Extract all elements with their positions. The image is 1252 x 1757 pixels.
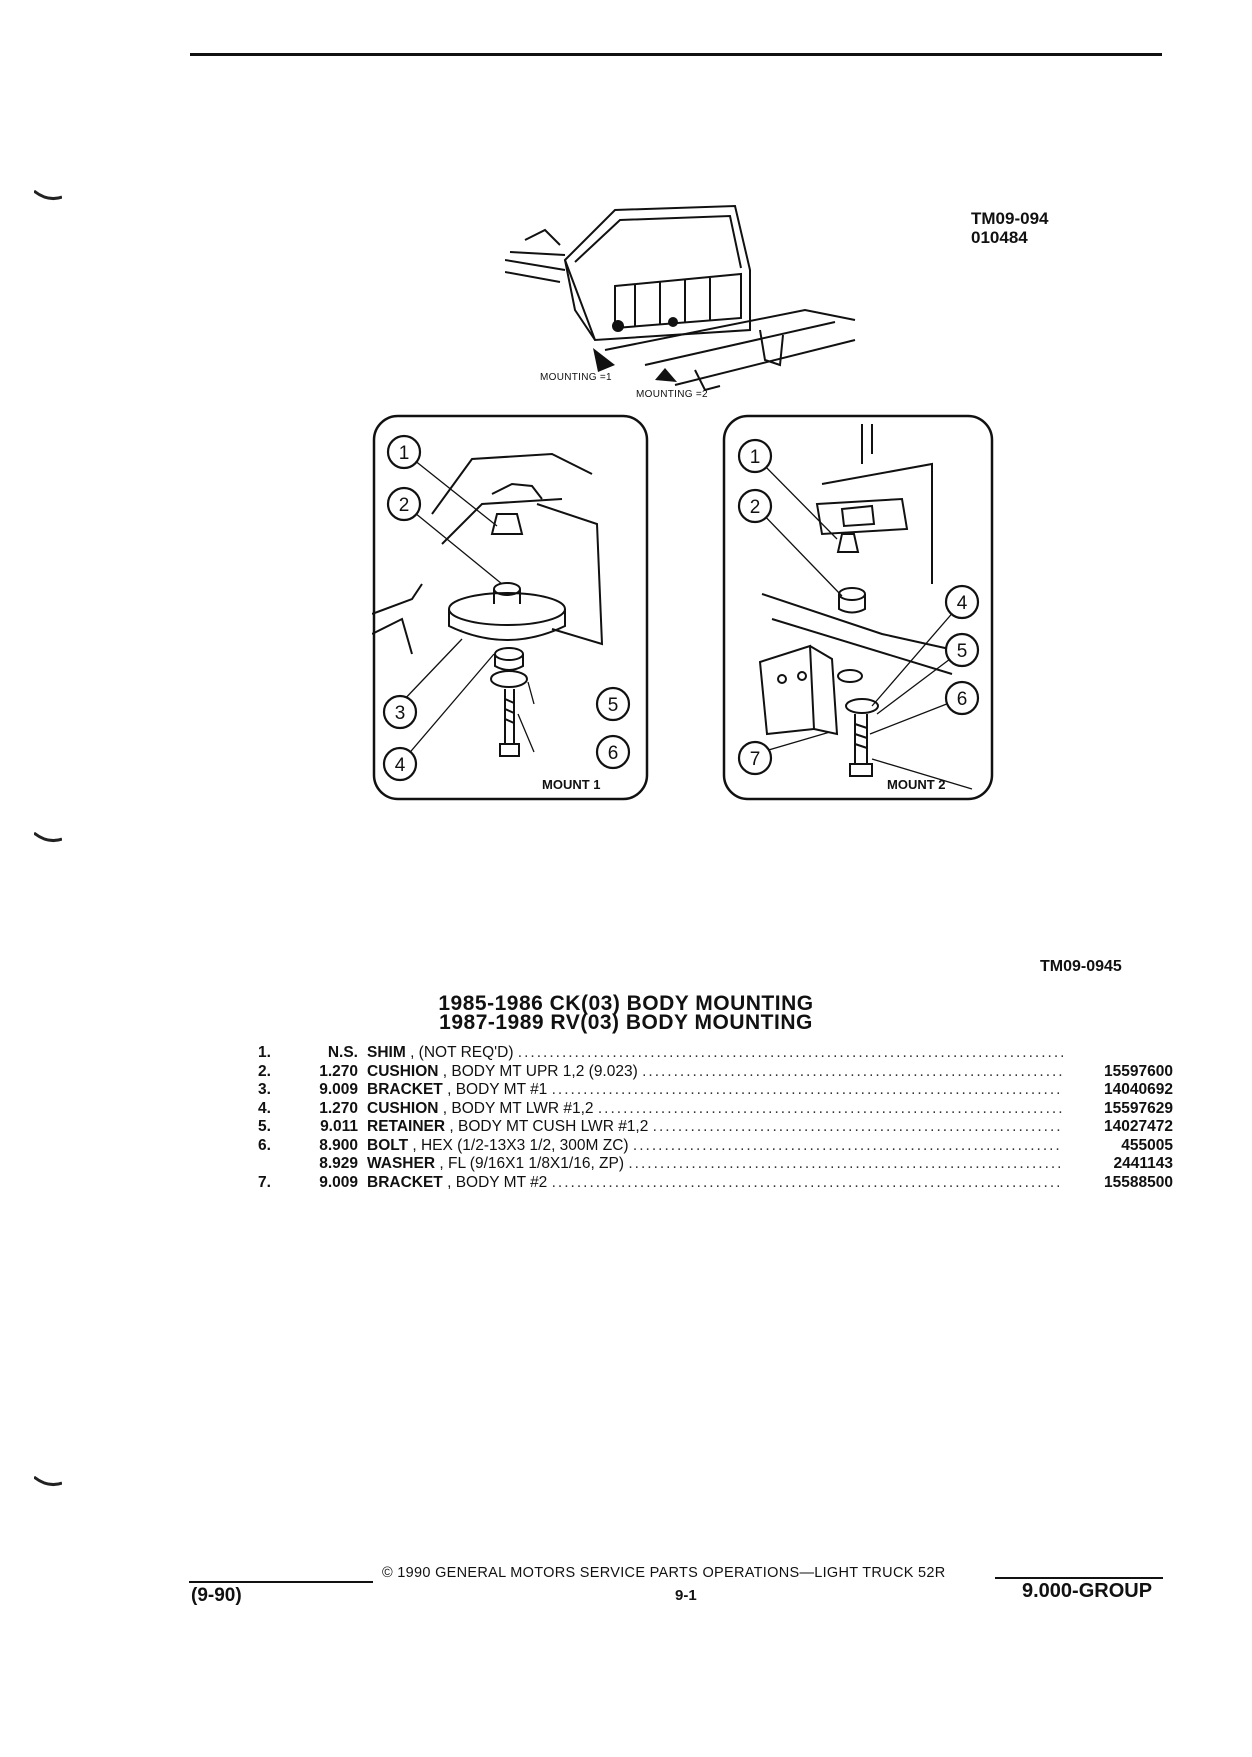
section-title: 1985-1986 CK(03) BODY MOUNTING	[438, 992, 814, 1015]
mount-1-label: MOUNT 1	[542, 777, 601, 792]
part-description: BRACKET , BODY MT #1 ...................…	[367, 1081, 1063, 1100]
part-detail: , BODY MT LWR #1,2	[442, 1099, 594, 1117]
callout-5: 5	[608, 695, 619, 716]
leader-dots: ........................................…	[628, 1155, 1063, 1172]
part-description: WASHER , FL (9/16X1 1/8X1/16, ZP) ......…	[367, 1155, 1063, 1174]
mount-2-label: MOUNT 2	[887, 777, 946, 792]
part-row: 2. 1.270 CUSHION , BODY MT UPR 1,2 (9.023)…	[258, 1063, 1173, 1082]
mount-2-panel: 1 2 4 5 6 7 MOUNT 2	[722, 414, 994, 801]
part-row: 6. 8.900 BOLT , HEX (1/2-13X3 1/2, 300M ZC…	[258, 1137, 1173, 1156]
revision-date: (9-90)	[191, 1585, 242, 1606]
part-name: BRACKET	[367, 1081, 443, 1098]
callout-4: 4	[957, 593, 968, 614]
part-row: 8.929 WASHER , FL (9/16X1 1/8X1/16, ZP) .…	[258, 1155, 1173, 1174]
part-number: 2441143	[1113, 1155, 1174, 1172]
part-description: SHIM , (NOT REQ'D) .....................…	[367, 1044, 1063, 1063]
part-index: 6.	[258, 1136, 271, 1154]
callout-2: 2	[399, 495, 410, 516]
binder-mark	[34, 189, 62, 200]
figure-code: TM09-094	[971, 209, 1049, 228]
part-index: 2.	[258, 1062, 271, 1080]
part-row: 1. N.S. SHIM , (NOT REQ'D) ...............…	[258, 1044, 1173, 1063]
part-detail: , (NOT REQ'D)	[410, 1044, 514, 1061]
part-section-code: 1.270	[319, 1062, 358, 1080]
part-detail: , BODY MT #1	[447, 1081, 548, 1098]
leader-dots: ........................................…	[597, 1099, 1063, 1117]
callout-1: 1	[750, 447, 761, 468]
part-description: RETAINER , BODY MT CUSH LWR #1,2 .......…	[367, 1118, 1063, 1137]
section-subtitle: 1987-1989 RV(03) BODY MOUNTING	[439, 1011, 813, 1034]
part-row: 3. 9.009 BRACKET , BODY MT #1 ............…	[258, 1081, 1173, 1100]
copyright-line: © 1990 GENERAL MOTORS SERVICE PARTS OPER…	[382, 1565, 946, 1581]
part-name: WASHER	[367, 1155, 436, 1172]
callout-7: 7	[750, 749, 761, 770]
leader-dots: ........................................…	[551, 1173, 1063, 1191]
part-section-code: 9.009	[319, 1081, 358, 1098]
leader-dots: ........................................…	[517, 1044, 1063, 1061]
part-name: BOLT	[367, 1136, 409, 1154]
leader-dots: ........................................…	[551, 1081, 1063, 1098]
binder-mark	[34, 831, 62, 842]
part-index: 4.	[258, 1099, 271, 1117]
callout-3: 3	[395, 703, 406, 724]
page-number: 9-1	[675, 1587, 697, 1604]
figure-date-code: 010484	[971, 228, 1028, 247]
callout-5: 5	[957, 641, 968, 662]
group-label: 9.000-GROUP	[1022, 1580, 1153, 1602]
part-description: BOLT , HEX (1/2-13X3 1/2, 300M ZC) .....…	[367, 1137, 1063, 1156]
part-detail: , FL (9/16X1 1/8X1/16, ZP)	[439, 1155, 625, 1172]
part-row: 7. 9.009 BRACKET , BODY MT #2 ............…	[258, 1174, 1173, 1193]
mount-1-panel: 1 2 3 4 5 6 MOUNT 1	[372, 414, 649, 801]
part-row: 4. 1.270 CUSHION , BODY MT LWR #1,2 ......…	[258, 1100, 1173, 1119]
figure-code-bottom: TM09-0945	[1040, 958, 1122, 975]
part-name: CUSHION	[367, 1062, 439, 1080]
part-number: 15597629	[1104, 1099, 1173, 1117]
leader-dots: ........................................…	[652, 1118, 1063, 1135]
callout-6: 6	[608, 743, 619, 764]
part-section-code: 1.270	[319, 1099, 358, 1117]
mounting-1-label: MOUNTING =1	[540, 372, 612, 383]
parts-list: 1. N.S. SHIM , (NOT REQ'D) ...............…	[258, 1044, 1173, 1192]
binder-mark	[34, 1475, 62, 1486]
part-section-code: 8.929	[319, 1155, 358, 1172]
part-detail: , BODY MT UPR 1,2 (9.023)	[442, 1062, 638, 1080]
part-name: RETAINER	[367, 1118, 446, 1135]
part-number: 14040692	[1104, 1081, 1173, 1098]
part-number: 15588500	[1104, 1173, 1173, 1191]
part-number: 15597600	[1104, 1062, 1173, 1080]
callout-4: 4	[395, 755, 406, 776]
part-name: CUSHION	[367, 1099, 439, 1117]
part-index: 3.	[258, 1081, 271, 1098]
callout-2: 2	[750, 497, 761, 518]
part-detail: , BODY MT #2	[447, 1173, 548, 1191]
part-section-code: 8.900	[319, 1136, 358, 1154]
part-number: 455005	[1121, 1136, 1173, 1154]
part-index: 7.	[258, 1173, 271, 1191]
part-description: BRACKET , BODY MT #2 ...................…	[367, 1174, 1063, 1193]
part-description: CUSHION , BODY MT LWR #1,2 .............…	[367, 1100, 1063, 1119]
callout-6: 6	[957, 689, 968, 710]
top-rule	[190, 53, 1162, 56]
mounting-2-label: MOUNTING =2	[636, 389, 708, 400]
part-index: 1.	[258, 1044, 271, 1061]
part-number: 14027472	[1104, 1118, 1173, 1135]
leader-dots: ........................................…	[632, 1136, 1063, 1154]
part-description: CUSHION , BODY MT UPR 1,2 (9.023) ......…	[367, 1063, 1063, 1082]
part-name: SHIM	[367, 1044, 406, 1061]
footer-rule-right	[995, 1577, 1163, 1579]
part-name: BRACKET	[367, 1173, 443, 1191]
part-detail: , HEX (1/2-13X3 1/2, 300M ZC)	[412, 1136, 629, 1154]
part-section-code: N.S.	[327, 1044, 358, 1061]
part-section-code: 9.011	[320, 1118, 358, 1135]
part-section-code: 9.009	[319, 1173, 358, 1191]
leader-dots: ........................................…	[642, 1062, 1063, 1080]
part-index: 5.	[258, 1118, 271, 1135]
part-detail: , BODY MT CUSH LWR #1,2	[449, 1118, 649, 1135]
truck-cab-illustration	[505, 204, 856, 392]
part-row: 5. 9.011 RETAINER , BODY MT CUSH LWR #1,2 …	[258, 1118, 1173, 1137]
callout-1: 1	[399, 443, 410, 464]
footer-rule-left	[189, 1581, 373, 1583]
